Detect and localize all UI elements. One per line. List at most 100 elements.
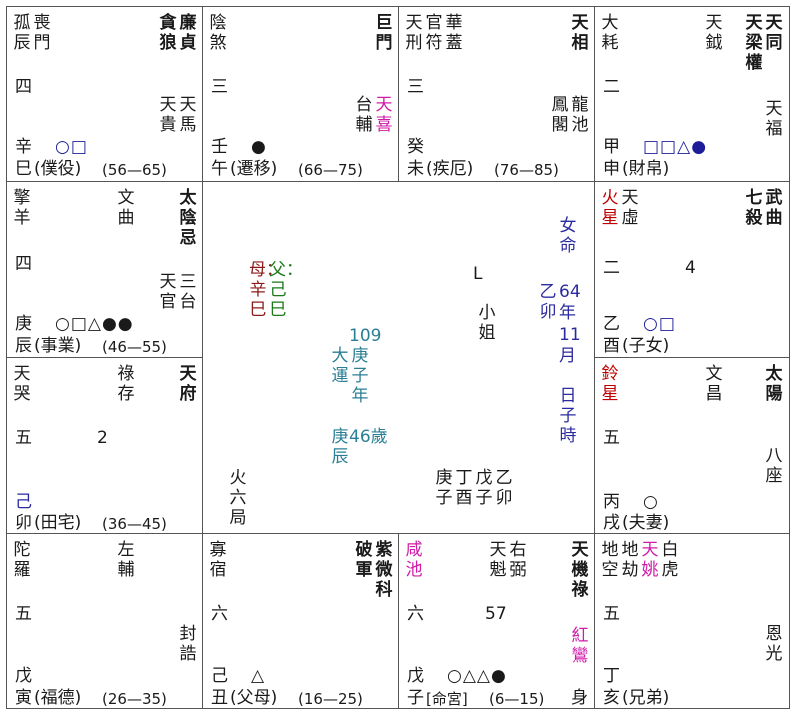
star-xianchi: 咸池 [405, 540, 423, 580]
star-wenchang: 文昌 [705, 364, 723, 404]
heavenly-stem: 戊 [15, 666, 32, 686]
palace-name: (夫妻) [622, 513, 670, 533]
star-tianguan: 天官 [159, 272, 177, 312]
decade-range: (56—65) [102, 161, 167, 179]
star-jumen: 巨門 [375, 13, 393, 53]
age-number: 109 [349, 326, 382, 346]
star-taifu: 台輔 [355, 95, 373, 135]
heavenly-stem: 辛 [15, 137, 32, 157]
earthly-branch: 辰 [15, 336, 32, 356]
star-santai: 三台 [179, 272, 197, 312]
decade-range: (76—85) [494, 161, 559, 179]
star-huoxing: 火星 [601, 188, 619, 228]
decade-range: (46—55) [102, 338, 167, 356]
gengzi-year: 庚子年 [351, 346, 369, 406]
star-taiyin: 太陰忌 [179, 188, 197, 248]
ziwei-chart: 孤辰 喪門 貪狼 廉貞 四 天貴 天馬 辛 ○□ 巳 (僕役) (56—65) … [6, 6, 790, 709]
star-tianxi: 天喜 [375, 95, 393, 135]
star-tianfu-fortune: 天福 [765, 99, 783, 139]
earthly-branch: 巳 [15, 159, 32, 179]
star-lianzhen: 廉貞 [179, 13, 197, 53]
heavenly-stem: 己 [15, 492, 32, 512]
star-tianxu: 天虛 [621, 188, 639, 228]
star-zuofu: 左輔 [117, 540, 135, 580]
star-guasu: 寡宿 [209, 540, 227, 580]
star-wuqu: 武曲 [765, 188, 783, 228]
transform-symbols: □□△● [643, 137, 708, 157]
star-qingyang: 擎羊 [13, 188, 31, 228]
decade-range: (36—45) [102, 515, 167, 533]
star-youbi: 右弼 [509, 540, 527, 580]
palace-name: (福德) [34, 688, 82, 708]
star-tianyue: 天鉞 [705, 13, 723, 53]
palace-extra-number: 4 [685, 258, 696, 278]
palace-wei: 天刑 官符 華蓋 天相 三 鳳閣 龍池 癸 未 (疾厄) (76—85) [398, 6, 595, 182]
heavenly-stem: 甲 [603, 137, 620, 157]
transform-symbols: ○□ [643, 314, 676, 334]
palace-number: 四 [15, 77, 32, 97]
gender-label: 女命 [559, 216, 577, 256]
palace-name: (事業) [34, 336, 82, 356]
transform-symbols: ○△△● [447, 666, 507, 686]
palace-name: (疾厄) [426, 159, 474, 179]
star-tianfu: 天府 [179, 364, 197, 404]
birth-month-number: 11 [559, 325, 581, 345]
palace-number: 二 [603, 77, 620, 97]
heavenly-stem: 丁 [603, 666, 620, 686]
palace-zi: 咸池 天魁 右弼 天機祿 六 57 紅鸞 戊 ○△△● 子 [命宮] (6—15… [398, 533, 595, 709]
star-baihu: 白虎 [661, 540, 679, 580]
transform-symbols: △ [251, 666, 266, 686]
year-char: 年 [559, 303, 576, 323]
star-tianma: 天馬 [179, 95, 197, 135]
earthly-branch: 申 [603, 159, 620, 179]
earthly-branch: 酉 [603, 336, 620, 356]
star-sangmen: 喪門 [33, 13, 51, 53]
palace-name: (僕役) [34, 159, 82, 179]
palace-name: (財帛) [622, 159, 670, 179]
palace-yin: 陀羅 左輔 五 封誥 戊 寅 (福德) (26—35) [6, 533, 203, 709]
palace-chou: 寡宿 破軍 紫微科 六 己 △ 丑 (父母) (16—25) [202, 533, 399, 709]
palace-name: (兄弟) [622, 688, 670, 708]
star-bazuo: 八座 [765, 446, 783, 486]
month-char: 月 [559, 346, 576, 366]
palace-number: 五 [15, 604, 32, 624]
mother-birth-label: 母：辛巳 [249, 260, 283, 320]
earthly-branch: 子 [407, 688, 424, 708]
birth-day-hour: 日子時 [559, 386, 577, 446]
heavenly-stem: 戊 [407, 666, 424, 686]
earthly-branch: 戌 [603, 513, 620, 533]
pillar-year: 庚子 [435, 468, 453, 508]
decade-range: (26—35) [102, 690, 167, 708]
transform-symbols: ○ [643, 492, 659, 512]
palace-name: (遷移) [230, 159, 278, 179]
earthly-branch: 丑 [211, 688, 228, 708]
palace-name: (父母) [230, 688, 278, 708]
earthly-branch: 亥 [603, 688, 620, 708]
star-guchen: 孤辰 [13, 13, 31, 53]
decade-range: (66—75) [298, 161, 363, 179]
element-bureau: 火六局 [229, 468, 247, 528]
palace-number: 六 [407, 604, 424, 624]
earthly-branch: 卯 [15, 513, 32, 533]
palace-extra-number: 57 [485, 604, 507, 624]
star-tiantong: 天同 [765, 13, 783, 53]
gengchen-label: 庚辰 [331, 427, 349, 467]
palace-name: (田宅) [34, 513, 82, 533]
star-ziwei: 紫微科 [375, 540, 393, 600]
star-wenqu: 文曲 [117, 188, 135, 228]
palace-wu: 陰煞 巨門 三 台輔 天喜 壬 ● 午 (遷移) (66—75) [202, 6, 399, 182]
star-tianxiang: 天相 [571, 13, 589, 53]
star-tianliang: 天梁權 [745, 13, 763, 73]
palace-name: [命宮] [426, 690, 468, 708]
heavenly-stem: 壬 [211, 137, 228, 157]
star-fenggao: 封誥 [179, 624, 197, 664]
star-tianku: 天哭 [13, 364, 31, 404]
star-qisha: 七殺 [745, 188, 763, 228]
heavenly-stem: 乙 [603, 314, 620, 334]
palace-number: 六 [211, 604, 228, 624]
transform-symbols: ● [251, 137, 267, 157]
star-dijie: 地劫 [621, 540, 639, 580]
xiaojie-label: 小姐 [478, 303, 496, 343]
transform-symbols: ○□ [55, 137, 88, 157]
star-hongluan: 紅鸞 [571, 626, 589, 666]
